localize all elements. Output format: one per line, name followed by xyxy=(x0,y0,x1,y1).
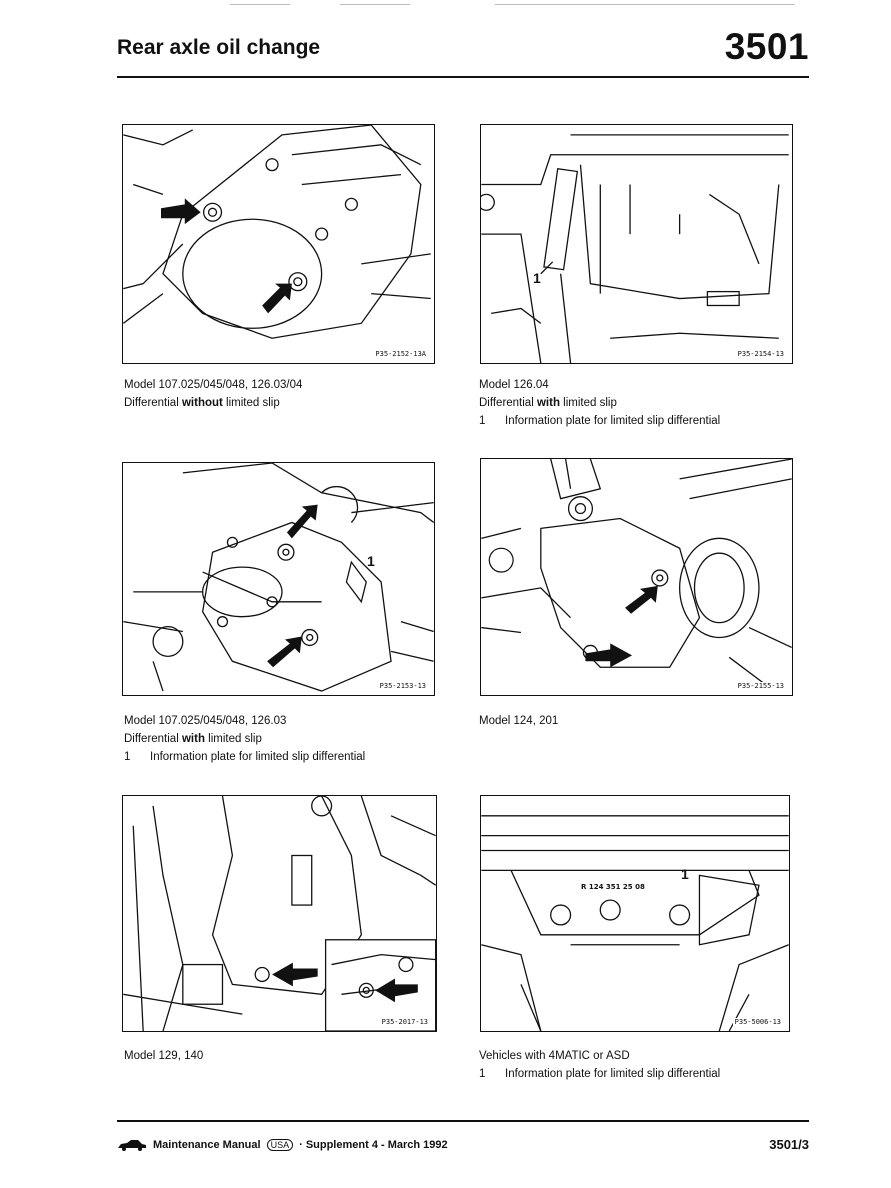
car-icon xyxy=(118,1140,146,1151)
figure-differential-without-limited-slip: P35-2152-13A xyxy=(122,124,435,364)
illustration xyxy=(481,815,789,1031)
illustration xyxy=(123,796,436,1031)
caption-figure-1: Model 107.025/045/048, 126.03/04 Differe… xyxy=(124,376,302,412)
page-title: Rear axle oil change xyxy=(117,36,321,59)
caption-model: Model 126.04 xyxy=(479,379,549,391)
figure-4matic-asd: R 124 351 25 08 1 P35-5006-13 xyxy=(480,795,790,1032)
illustration xyxy=(123,125,431,339)
top-edge-mark xyxy=(230,4,290,5)
illustration xyxy=(123,463,434,692)
caption-differential: Differential with limited slip xyxy=(124,733,262,745)
figure-code: P35-2154-13 xyxy=(735,350,786,358)
figure-code: P35-2152-13A xyxy=(373,350,428,358)
caption-figure-2: Model 126.04 Differential with limited s… xyxy=(479,376,720,430)
illustration xyxy=(481,459,792,688)
caption-figure-3: Model 107.025/045/048, 126.03 Differenti… xyxy=(124,712,365,766)
figure-code: P35-2153-13 xyxy=(377,682,428,690)
illustration xyxy=(481,134,789,363)
figure-code: P35-2155-13 xyxy=(735,682,786,690)
figure-model-129-140: P35-2017-13 xyxy=(122,795,437,1032)
caption-model: Model 107.025/045/048, 126.03/04 xyxy=(124,379,303,391)
callout-1: 1 xyxy=(533,270,541,286)
figure-differential-126-04-with-limited-slip: 1 P35-2154-13 xyxy=(480,124,793,364)
figure-code: P35-5006-13 xyxy=(732,1018,783,1026)
caption-differential: Differential without limited slip xyxy=(124,397,280,409)
callout-1: 1 xyxy=(367,553,375,569)
top-edge-mark xyxy=(340,4,410,5)
callout-1: 1 xyxy=(681,866,689,882)
header-rule xyxy=(117,76,809,78)
figure-code: P35-2017-13 xyxy=(379,1018,430,1026)
caption-model: Vehicles with 4MATIC or ASD xyxy=(479,1050,630,1062)
caption-figure-4: Model 124, 201 xyxy=(479,712,558,730)
top-edge-mark xyxy=(495,4,795,5)
page-number: 3501/3 xyxy=(769,1137,809,1152)
figure-differential-126-03-with-limited-slip: 1 P35-2153-13 xyxy=(122,462,435,696)
footer: Maintenance Manual USA · Supplement 4 - … xyxy=(117,1139,448,1151)
caption-figure-5: Model 129, 140 xyxy=(124,1047,203,1065)
caption-model: Model 129, 140 xyxy=(124,1050,204,1062)
document-number: 3501 xyxy=(724,26,809,67)
figure-model-124-201: P35-2155-13 xyxy=(480,458,793,696)
plate-marking: R 124 351 25 08 xyxy=(581,883,645,891)
footer-rule xyxy=(117,1120,809,1122)
caption-model: Model 107.025/045/048, 126.03 xyxy=(124,715,287,727)
manual-title: Maintenance Manual xyxy=(153,1139,261,1151)
caption-model: Model 124, 201 xyxy=(479,715,559,727)
region-badge: USA xyxy=(266,1139,294,1151)
caption-differential: Differential with limited slip xyxy=(479,397,617,409)
supplement-info: · Supplement 4 - March 1992 xyxy=(299,1139,448,1151)
